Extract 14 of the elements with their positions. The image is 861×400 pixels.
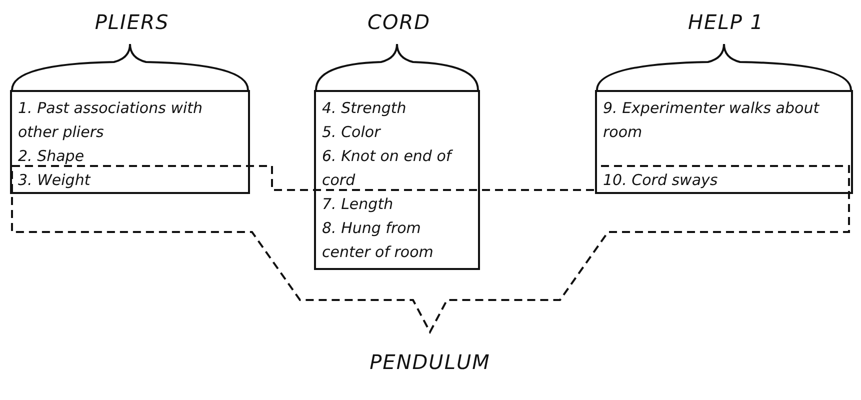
list-item: 9. Experimenter walks about room [603,98,820,143]
list-item: 10. Cord sways [603,170,719,191]
group-heading: PLIERS [94,10,170,34]
list-item: 4. Strength [322,98,408,119]
list-item: 6. Knot on end of cord [322,146,454,191]
group-heading: CORD [366,10,432,34]
list-item: 5. Color [322,122,382,143]
list-item: 8. Hung from center of room [322,218,434,263]
list-item: 3. Weight [18,170,92,191]
group-heading: PENDULUM [368,350,492,374]
group-heading: HELP 1 [687,10,765,34]
list-item: 7. Length [322,194,394,215]
list-item: 2. Shape [18,146,86,167]
list-item: 1. Past associations with other pliers [18,98,204,143]
